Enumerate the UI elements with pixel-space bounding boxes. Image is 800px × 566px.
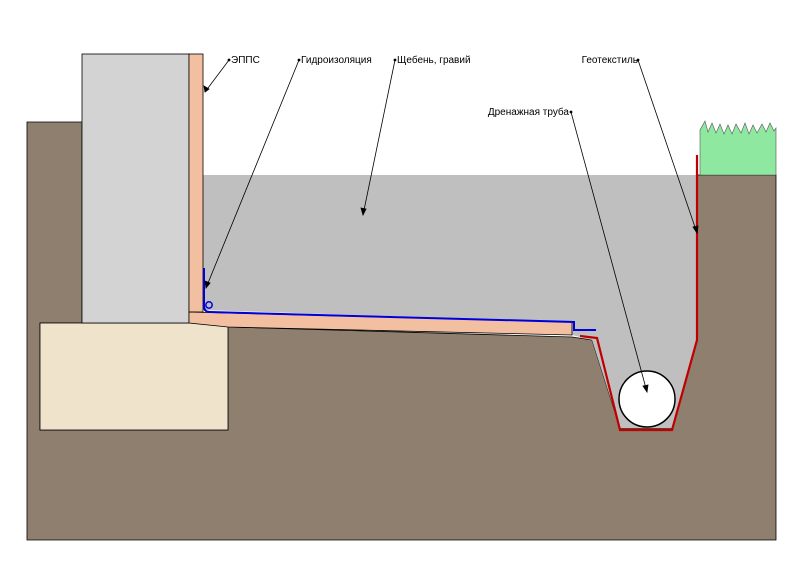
arrow-gravel: [360, 207, 367, 217]
arrow-drain-pipe: [642, 384, 649, 394]
footing: [39, 322, 229, 431]
label-epps: ЭППС: [231, 55, 260, 66]
leader-geotextile: [637, 59, 698, 234]
leader-lines: [203, 59, 699, 394]
arrow-epps: [203, 85, 210, 93]
label-dots: [227, 58, 640, 114]
leader-gravel: [362, 59, 396, 216]
waterproofing-roll: [205, 301, 213, 309]
grass: [699, 120, 777, 176]
label-drain-pipe: Дренажная труба: [488, 106, 570, 118]
waterproofing-membrane: [203, 268, 596, 331]
drain-pipe: [618, 370, 676, 428]
gravel-backfill: [203, 175, 697, 428]
foundation-wall: [81, 53, 190, 324]
leader-epps: [204, 59, 230, 93]
label-geotextile: Геотекстиль: [582, 55, 638, 66]
leader-drain-pipe: [570, 111, 648, 393]
epps-vertical: [188, 53, 204, 313]
arrow-geotextile: [692, 225, 699, 235]
geotextile-wrap: [579, 155, 699, 432]
label-gravel: Щебень, гравий: [397, 54, 471, 66]
label-waterproofing: Гидроизоляция: [301, 55, 372, 66]
leader-waterproofing: [205, 59, 300, 289]
arrow-waterproofing: [204, 280, 211, 289]
